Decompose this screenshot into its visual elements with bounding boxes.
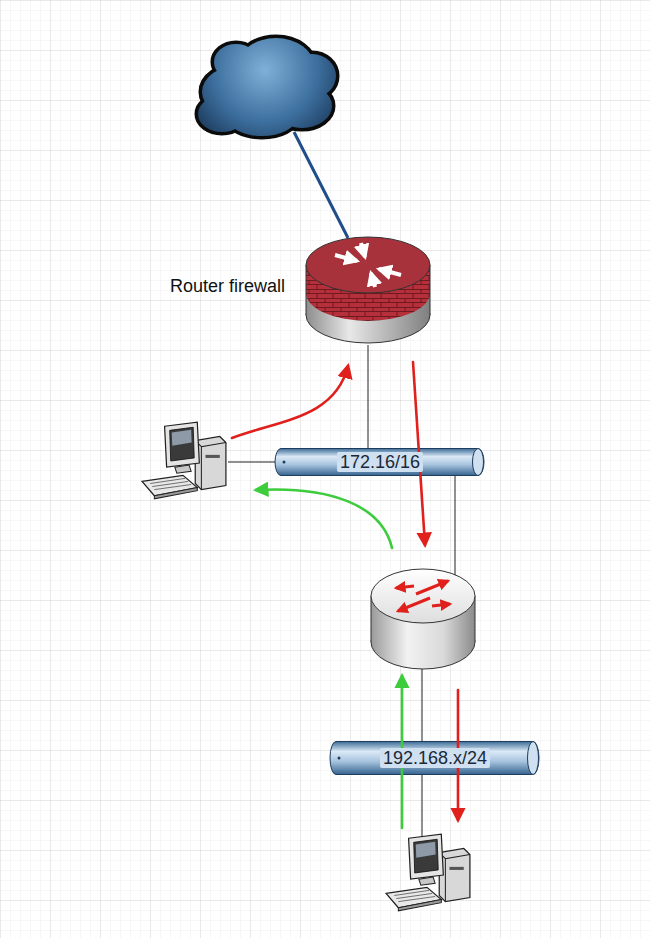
uplink-wire [294,132,348,238]
network-bus: 192.168.x/24 [330,741,540,775]
network-bus: 172.16/16 [275,448,485,476]
network-link [368,345,369,448]
traffic-arrow [457,690,460,820]
traffic-arrow [401,676,404,828]
traffic-arrow [232,366,348,438]
internet-cloud [198,38,336,136]
workstation-icon [386,834,470,911]
subnet-label: 172.16/16 [337,452,423,472]
subnet-label: 192.168.x/24 [380,748,490,768]
device-label: Router firewall [170,275,285,297]
workstation-icon [142,422,226,499]
router-icon [371,569,475,669]
traffic-arrow [256,489,392,548]
firewall-router: Router firewall [305,235,431,345]
firewall-icon [305,235,431,345]
traffic-arrow [413,362,425,545]
